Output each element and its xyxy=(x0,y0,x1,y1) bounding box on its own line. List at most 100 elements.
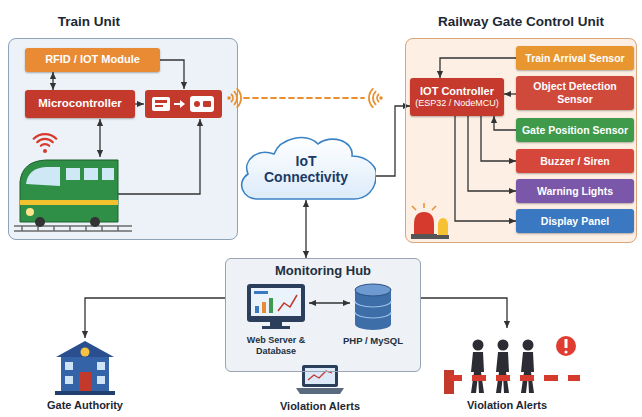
actuator-box: Display Panel xyxy=(516,209,634,233)
transmitter-box xyxy=(155,105,163,107)
transmitter-box xyxy=(194,101,200,107)
icon-caption: Gate Authority xyxy=(47,399,123,412)
panel-fill xyxy=(225,258,421,372)
warning-light-icon xyxy=(437,235,449,239)
unit-panel: RFID / IOT ModuleMicrocontrollerTrain Un… xyxy=(8,38,238,240)
crossing-violation-icon xyxy=(450,375,580,381)
box-label: Object Detection Sensor xyxy=(519,80,631,105)
panel-heading: Railway Gate Control Unit xyxy=(406,14,636,30)
warning-light-icon xyxy=(412,203,436,210)
wireless-symbol xyxy=(41,144,49,146)
train-illustration xyxy=(20,160,118,227)
wireless-link xyxy=(232,95,233,102)
crossing-violation-icon xyxy=(498,340,509,351)
building-icon xyxy=(55,391,115,395)
crossing-violation-icon xyxy=(444,336,580,394)
signal-line xyxy=(118,119,200,194)
database-icon xyxy=(355,301,391,318)
connector-arrow xyxy=(504,93,516,94)
building-icon xyxy=(65,362,73,370)
box-label: Gate Position Sensor xyxy=(522,124,628,137)
building-icon xyxy=(97,362,105,370)
connector-arrow xyxy=(52,72,53,90)
sensor-box: Train Arrival Sensor xyxy=(516,46,634,70)
building-icon xyxy=(81,348,90,357)
cloud-label: IoT Connectivity xyxy=(258,153,354,185)
building-icon xyxy=(65,376,73,384)
transmitter-box xyxy=(174,103,181,105)
wireless-link xyxy=(379,96,383,100)
monitor-icon xyxy=(251,288,301,316)
warning-light-icon xyxy=(438,218,448,236)
crossing-violation-icon xyxy=(462,375,472,381)
crossing-violation-icon xyxy=(565,339,568,348)
monitor-icon xyxy=(255,306,259,313)
laptop-icon xyxy=(302,365,338,387)
transmitter-box xyxy=(203,101,211,107)
transmitter-box xyxy=(145,90,222,118)
wireless-link xyxy=(377,95,378,102)
process-box: Microcontroller xyxy=(25,90,135,118)
train-illustration xyxy=(66,168,80,180)
icon-caption: PHP / MySQL xyxy=(326,335,420,371)
icon-caption: Violation Alerts xyxy=(467,399,547,412)
database-icon xyxy=(355,284,391,330)
building-icon xyxy=(97,376,105,384)
module-box: RFID / IOT Module xyxy=(25,48,160,72)
crossing-violation-icon xyxy=(521,352,534,393)
actuator-box: Buzzer / Siren xyxy=(516,149,634,173)
connector-arrow xyxy=(421,298,507,328)
actuator-box: Warning Lights xyxy=(516,179,634,203)
cloud-node: IoT Connectivity xyxy=(236,132,376,200)
connector-arrow xyxy=(85,298,225,338)
crossing-violation-icon xyxy=(534,375,544,381)
train-illustration xyxy=(102,168,114,180)
wireless-link xyxy=(373,92,376,105)
connector-arrow xyxy=(455,116,516,221)
panel-fill xyxy=(8,38,238,240)
connector-arrow xyxy=(440,58,516,78)
crossing-violation-icon xyxy=(556,336,576,356)
connector-arrow xyxy=(305,200,306,258)
crossing-violation-icon xyxy=(558,375,568,381)
wireless-symbol xyxy=(34,134,57,139)
box-label: Microcontroller xyxy=(38,97,122,111)
train-illustration xyxy=(35,217,45,227)
train-illustration xyxy=(26,208,34,216)
box-label: Buzzer / Siren xyxy=(540,155,609,168)
alert-node: Violation Alerts xyxy=(262,362,378,415)
crossing-violation-icon xyxy=(471,340,534,394)
rail-track xyxy=(14,225,132,227)
warning-light-icon xyxy=(411,203,449,239)
train-illustration xyxy=(90,217,100,227)
building-icon xyxy=(56,341,114,357)
building-icon xyxy=(61,357,109,391)
box-label: IOT Controller xyxy=(420,85,494,98)
wireless-symbol xyxy=(37,139,53,142)
building-icon xyxy=(55,341,115,395)
monitor-icon xyxy=(254,291,268,294)
cloud-outline xyxy=(242,138,376,199)
crossing-violation-icon xyxy=(444,370,454,394)
icon-caption: Violation Alerts xyxy=(280,400,360,413)
box-label: Warning Lights xyxy=(537,185,613,198)
sensor-box: Object Detection Sensor xyxy=(516,76,634,110)
building-icon xyxy=(79,372,91,391)
crossing-violation-icon xyxy=(496,352,509,393)
sensor-box: Gate Position Sensor xyxy=(516,118,634,142)
wireless-link xyxy=(227,96,231,100)
monitor-icon xyxy=(269,298,273,313)
connector-arrow xyxy=(481,116,516,161)
hub-heading: Monitoring Hub xyxy=(226,263,420,285)
crossing-violation-icon xyxy=(564,350,567,353)
train-illustration xyxy=(84,168,98,180)
laptop-icon xyxy=(296,388,344,394)
controller-box: IOT Controller(ESP32 / NodeMCU) xyxy=(410,78,504,116)
connector-arrow xyxy=(494,116,516,130)
icon-caption: Web Server & Database xyxy=(226,335,326,371)
wireless-link xyxy=(227,89,383,107)
crossing-violation-icon xyxy=(471,352,484,393)
crossing-violation-icon xyxy=(510,375,520,381)
crossing-violation-icon xyxy=(523,340,534,351)
